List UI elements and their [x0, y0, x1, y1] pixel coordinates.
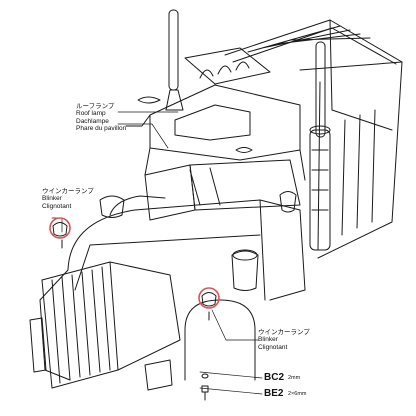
highlight-circle-left — [49, 217, 71, 239]
cab-roof — [144, 84, 306, 221]
part-size-be2: 2×6mm — [288, 391, 307, 397]
part-code-bc2: BC2 — [264, 372, 285, 383]
roof-lamp-label: ルーフランプ Roof lamp Dachlampe Phare du pavi… — [76, 103, 126, 133]
blinker-right-label: ウインカーランプ Blinker Clignotant — [258, 329, 310, 351]
blinker-left-label: ウインカーランプ Blinker Clignotant — [42, 188, 94, 210]
blinker-left-label-jp: ウインカーランプ — [42, 188, 94, 195]
blinker-left-label-fr: Clignotant — [42, 202, 72, 210]
roof-lamp-label-jp: ルーフランプ — [76, 103, 115, 110]
hardware-parts — [61, 239, 210, 401]
blinker-right-label-fr: Clignotant — [258, 343, 288, 351]
blinker-left — [49, 217, 71, 239]
roof-lamp-label-en: Roof lamp — [76, 110, 106, 118]
part-code-be2: BE2 — [264, 388, 284, 399]
blinker-right-label-en: Blinker — [258, 336, 278, 344]
side-mirrors — [99, 191, 297, 291]
part-size-bc2: 2mm — [288, 375, 301, 381]
radiator-grille — [29, 261, 181, 391]
roof-lamp-label-fr: Phare du pavillon — [76, 125, 127, 133]
sleeper-cab — [224, 19, 403, 259]
blinker-right-label-jp: ウインカーランプ — [258, 329, 310, 336]
roof-lamp-label-de: Dachlampe — [76, 117, 109, 125]
roof-hatch — [184, 47, 271, 85]
blinker-left-label-en: Blinker — [42, 195, 62, 203]
leader-lines — [51, 111, 263, 395]
blinker-right — [198, 287, 220, 309]
cab-fenders — [39, 195, 306, 381]
highlight-circle-right — [198, 287, 220, 309]
exhaust-stacks — [165, 9, 331, 251]
roof-lamps — [125, 96, 253, 153]
